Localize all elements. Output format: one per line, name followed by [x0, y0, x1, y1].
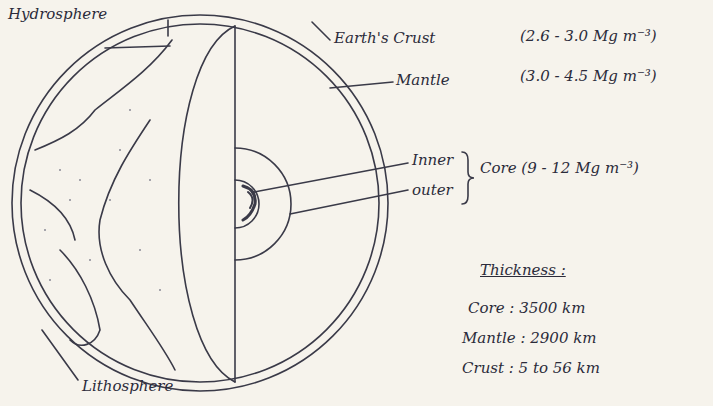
layer-label: Hydrosphere [8, 6, 107, 23]
thickness-note: Core : 3500 km [468, 300, 585, 317]
heading-text: Thickness : [480, 262, 566, 279]
thickness-note: Crust : 5 to 56 km [462, 360, 600, 377]
density-note: (3.0 - 4.5 Mg m⁻³) [520, 68, 657, 85]
layer-label: outer [412, 182, 453, 199]
density-note: Core (9 - 12 Mg m⁻³) [480, 160, 639, 177]
layer-label: Mantle [396, 72, 450, 89]
layer-label: Lithosphere [82, 378, 173, 395]
layer-label: Inner [412, 152, 453, 169]
layer-label: Earth's Crust [334, 30, 435, 47]
thickness-note: Mantle : 2900 km [462, 330, 597, 347]
density-note: (2.6 - 3.0 Mg m⁻³) [520, 28, 657, 45]
